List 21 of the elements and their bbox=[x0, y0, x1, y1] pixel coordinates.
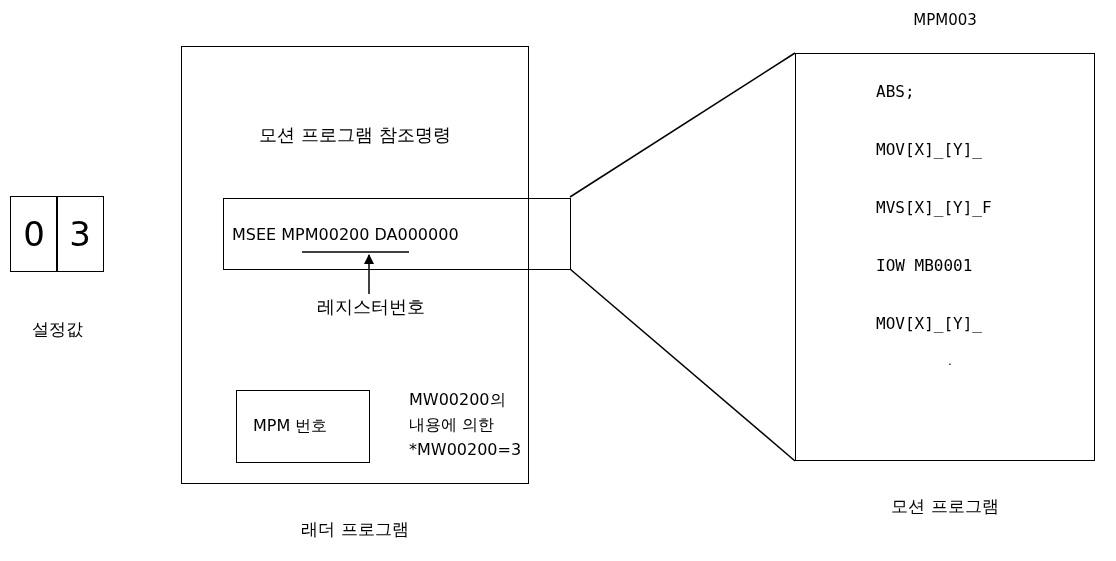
note-text: MW00200의 내용에 의한 *MW00200=3 bbox=[409, 389, 519, 461]
zoom-line bbox=[569, 52, 796, 198]
instruction-box: MSEE MPM00200 DA000000 bbox=[223, 198, 571, 270]
panel-heading: 모션 프로그램 참조명령 bbox=[258, 123, 452, 147]
arrow bbox=[363, 253, 375, 295]
register-number-label: 레지스터번호 bbox=[291, 295, 451, 323]
node-label: 래더 프로그램 bbox=[300, 518, 410, 541]
code-line: MOV[X]_[Y]_ bbox=[876, 314, 982, 333]
setting-value-caption: 설정값 bbox=[30, 318, 84, 341]
digit-cell: 3 bbox=[56, 196, 104, 272]
node-label: 모션 프로그램 bbox=[890, 495, 1000, 518]
code-line: ABS; bbox=[876, 82, 915, 101]
code-line: IOW MB0001 bbox=[876, 256, 973, 275]
motion-program-panel bbox=[795, 53, 1095, 461]
continuation-dot: . bbox=[948, 354, 952, 368]
code-line: MOV[X]_[Y]_ bbox=[876, 140, 982, 159]
code-line: MVS[X]_[Y]_F bbox=[876, 198, 992, 217]
zoom-line bbox=[569, 268, 796, 462]
program-name: MPM003 bbox=[912, 11, 978, 29]
mpm-number-box: MPM 번호 bbox=[236, 390, 370, 463]
digit-cell: 0 bbox=[10, 196, 58, 272]
